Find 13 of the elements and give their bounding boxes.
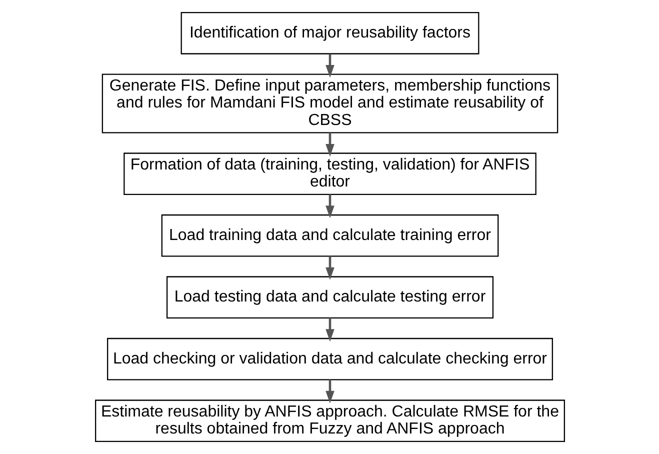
node-box: Estimate reusability by ANFIS approach. Calculate RMSE for the results obtained from Fuzzy and ANFIS approach bbox=[94, 400, 564, 442]
arrow bbox=[325, 132, 334, 157]
node-box: Load training data and calculate training error bbox=[160, 214, 498, 257]
arrow bbox=[325, 194, 334, 218]
node-box: Generate FIS. Define input parameters, membership functions and rules for Mamdani FIS model and estimate reusability of CBSS bbox=[101, 74, 558, 134]
arrow bbox=[325, 256, 334, 280]
arrow bbox=[325, 54, 334, 78]
node-box: Formation of data (training, testing, validation) for ANFIS editor bbox=[123, 152, 536, 195]
arrow bbox=[325, 318, 334, 342]
node-box: Load checking or validation data and calculate checking error bbox=[106, 338, 552, 380]
arrow bbox=[325, 380, 334, 404]
node-box: Identification of major reusability factors bbox=[180, 12, 479, 54]
node-box: Load testing data and calculate testing error bbox=[166, 276, 494, 318]
